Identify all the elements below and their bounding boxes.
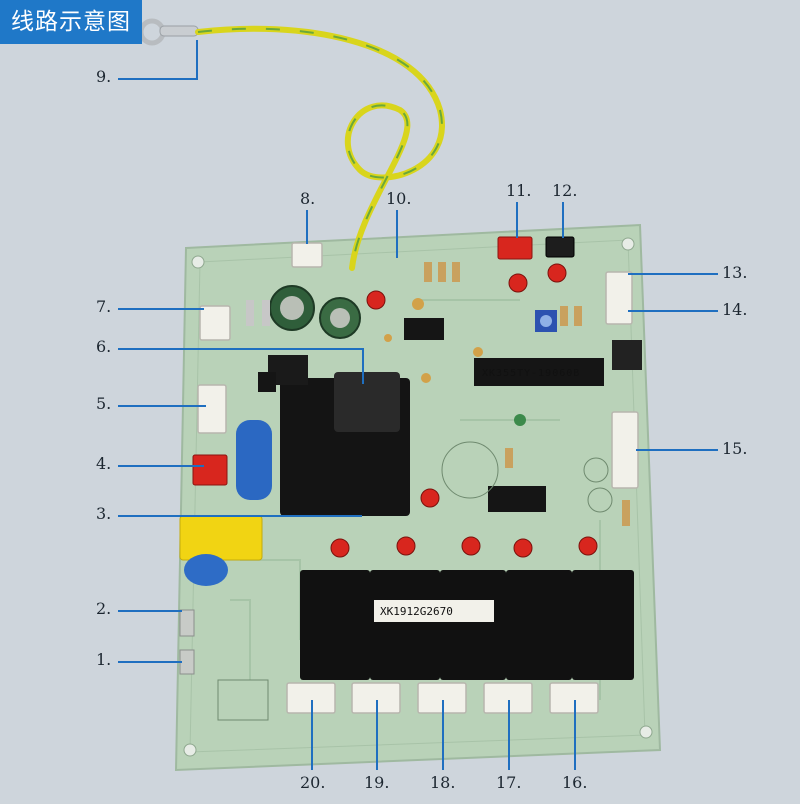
callout-7: 7.	[96, 297, 112, 316]
title-badge: 线路示意图	[0, 0, 142, 44]
callout-3: 3.	[96, 504, 112, 523]
leader-2	[118, 610, 182, 612]
callout-19: 19.	[364, 773, 390, 792]
callout-8: 8.	[300, 189, 316, 208]
leader-11	[516, 202, 518, 238]
callout-14: 14.	[722, 300, 748, 319]
leader-14	[628, 310, 718, 312]
callout-10: 10.	[386, 189, 412, 208]
leader-5	[118, 405, 206, 407]
ground-wire	[138, 18, 445, 271]
leader-9	[118, 78, 198, 80]
leader-17	[508, 700, 510, 770]
leader-1	[118, 661, 182, 663]
leader-8	[306, 210, 308, 244]
callout-18: 18.	[430, 773, 456, 792]
leader-3	[118, 515, 362, 517]
callout-16: 16.	[562, 773, 588, 792]
leader-13	[628, 273, 718, 275]
mcu-chip	[474, 358, 604, 386]
mcu-label: XK355TY-19060B	[482, 368, 580, 379]
leader-19	[376, 700, 378, 770]
callout-20: 20.	[300, 773, 326, 792]
leader-16	[574, 700, 576, 770]
leader-6	[118, 348, 364, 350]
leader-20	[311, 700, 313, 770]
callout-9: 9.	[96, 67, 112, 86]
leader-7	[118, 308, 204, 310]
callout-12: 12.	[552, 181, 578, 200]
leader-12	[562, 202, 564, 238]
callout-15: 15.	[722, 439, 748, 458]
callout-13: 13.	[722, 263, 748, 282]
leader-15	[636, 449, 718, 451]
leader-10	[396, 210, 398, 258]
relay-bank-label: XK1912G2670	[380, 605, 453, 618]
callout-1: 1.	[96, 650, 112, 669]
callout-11: 11.	[506, 181, 532, 200]
callout-17: 17.	[496, 773, 522, 792]
callout-5: 5.	[96, 394, 112, 413]
leader-18	[442, 700, 444, 770]
callout-6: 6.	[96, 337, 112, 356]
callout-2: 2.	[96, 599, 112, 618]
leader-4	[118, 465, 204, 467]
callout-4: 4.	[96, 454, 112, 473]
